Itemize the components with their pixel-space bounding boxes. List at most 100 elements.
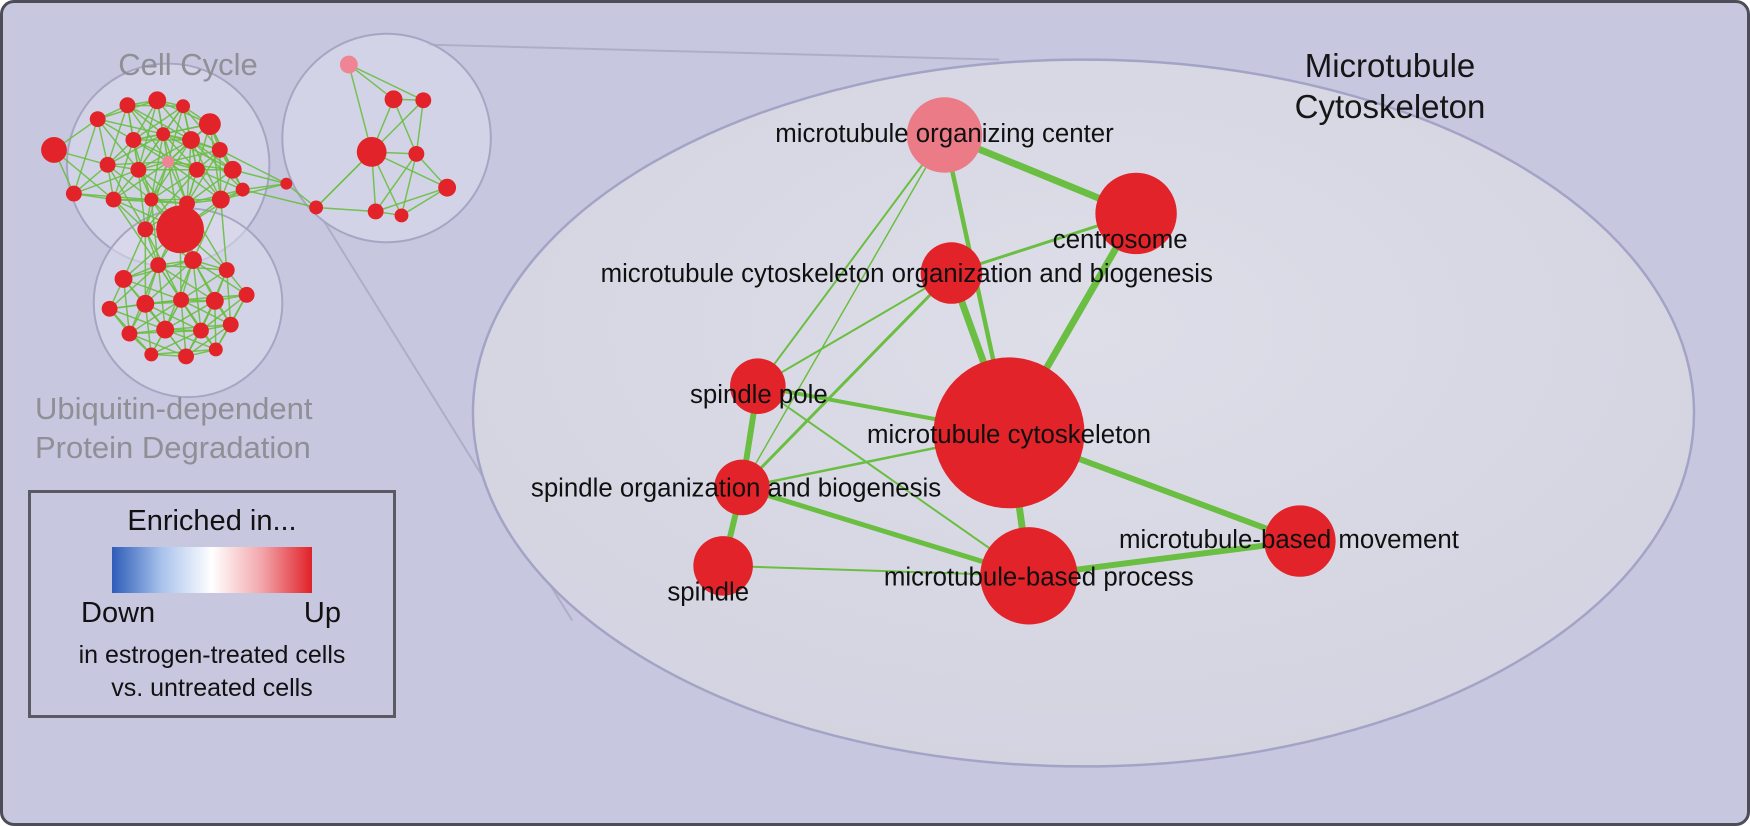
overview-edge xyxy=(316,206,376,213)
legend-caption-line1: in estrogen-treated cells xyxy=(78,641,346,669)
overview-node xyxy=(144,192,159,207)
overview-node xyxy=(156,127,171,141)
overview-edge xyxy=(192,259,248,296)
overview-node xyxy=(192,322,209,339)
overview-node xyxy=(356,137,387,167)
overview-edge xyxy=(150,329,202,356)
overview-node xyxy=(121,325,138,342)
overview-edge xyxy=(242,188,317,209)
overview-node xyxy=(41,137,67,163)
overview-node xyxy=(222,316,239,333)
overview-edge xyxy=(232,169,287,185)
overview-edge xyxy=(219,149,287,185)
overview-edge xyxy=(107,164,152,201)
overview-edge xyxy=(150,169,198,201)
overview-edge xyxy=(192,199,222,261)
overview-edge xyxy=(186,139,192,204)
legend-title: Enriched in... xyxy=(127,505,297,537)
overview-node xyxy=(415,92,432,109)
overview-node xyxy=(184,251,202,270)
cluster-label-microtubule-cytoskeleton: Microtubule Cytoskeleton xyxy=(1275,45,1505,127)
overview-node xyxy=(144,347,159,362)
edge-moc-sob xyxy=(741,134,946,489)
cluster-label-microtubule-line1: Microtubule xyxy=(1304,47,1476,84)
overview-edge xyxy=(375,186,448,213)
overview-node xyxy=(105,191,122,208)
cluster-label-microtubule-line2: Cytoskeleton xyxy=(1294,88,1486,125)
overview-edge xyxy=(150,133,164,200)
overview-node xyxy=(162,155,175,168)
overview-edge xyxy=(220,199,228,271)
overview-edge xyxy=(200,294,248,332)
zoom-network: microtubule organizing centercentrosomem… xyxy=(531,97,1459,625)
node-label-spindle_pole: spindle pole xyxy=(690,381,828,409)
overview-edge xyxy=(109,264,159,310)
overview-edge xyxy=(137,169,188,205)
overview-node xyxy=(89,111,106,128)
node-spindle xyxy=(693,536,753,596)
overview-edge xyxy=(113,161,169,201)
overview-node xyxy=(384,90,403,109)
overview-node xyxy=(189,161,205,178)
overview-edge xyxy=(157,265,166,330)
overview-edge xyxy=(106,105,129,166)
network-canvas: microtubule organizing centercentrosomem… xyxy=(41,32,1696,768)
edge-sob-mbp xyxy=(739,484,1032,579)
overview-edge xyxy=(348,64,373,153)
overview-node xyxy=(136,294,155,313)
node-label-centrosome: centrosome xyxy=(1053,226,1188,254)
overview-network xyxy=(41,32,492,399)
overview-edge xyxy=(138,139,192,171)
overview-edge xyxy=(123,278,182,301)
overview-edge xyxy=(209,124,222,200)
overview-node xyxy=(211,190,230,209)
node-moc xyxy=(906,97,983,173)
overview-edge xyxy=(144,259,194,305)
edge-mcob-spindle_pole xyxy=(756,272,953,388)
cluster-label-cell-cycle: Cell Cycle xyxy=(118,47,258,82)
overview-edge xyxy=(164,300,216,331)
node-mcob xyxy=(920,242,983,304)
overview-edge xyxy=(400,153,418,216)
overview-node xyxy=(99,156,116,173)
node-centrosome xyxy=(1095,172,1177,255)
overview-node xyxy=(156,205,204,254)
overview-edge xyxy=(107,133,164,166)
overview-node xyxy=(367,203,384,220)
overview-edge xyxy=(53,149,115,201)
overview-edge xyxy=(162,133,188,204)
overview-node xyxy=(125,132,142,148)
overview-node xyxy=(223,160,242,179)
overview-edge xyxy=(129,299,182,335)
overview-edge xyxy=(348,63,394,100)
legend-gradient-bar xyxy=(112,547,312,593)
overview-edge xyxy=(190,139,244,191)
cluster-label-ubiquitin: Ubiquitin-dependent Protein Degradation xyxy=(35,389,313,467)
node-label-mbp: microtubule-based process xyxy=(884,564,1194,592)
overview-edge xyxy=(97,118,139,171)
zoom-ellipse xyxy=(471,58,1696,768)
overview-node xyxy=(156,320,175,339)
overview-edge xyxy=(167,106,184,163)
node-label-mcob: microtubule cytoskeleton organization an… xyxy=(601,260,1213,288)
legend-axis-labels: Down Up xyxy=(31,593,393,630)
overview-edge xyxy=(162,133,234,171)
overview-node xyxy=(208,342,223,357)
overview-node xyxy=(408,145,425,162)
edge-moc-spindle_pole xyxy=(756,134,946,388)
overview-edge xyxy=(168,149,220,163)
overview-edge xyxy=(122,229,147,280)
overview-edge xyxy=(112,139,135,200)
overview-node xyxy=(211,141,228,158)
overview-node xyxy=(173,291,190,308)
overview-node xyxy=(130,161,147,178)
overview-node xyxy=(394,208,409,223)
overview-edge xyxy=(137,100,158,170)
legend-down-label: Down xyxy=(81,597,156,629)
node-spindle_pole xyxy=(730,358,786,414)
overview-node xyxy=(238,286,255,303)
overview-node xyxy=(137,221,154,238)
overview-edge xyxy=(186,169,234,205)
edge-spindle-mbp xyxy=(722,564,1030,577)
